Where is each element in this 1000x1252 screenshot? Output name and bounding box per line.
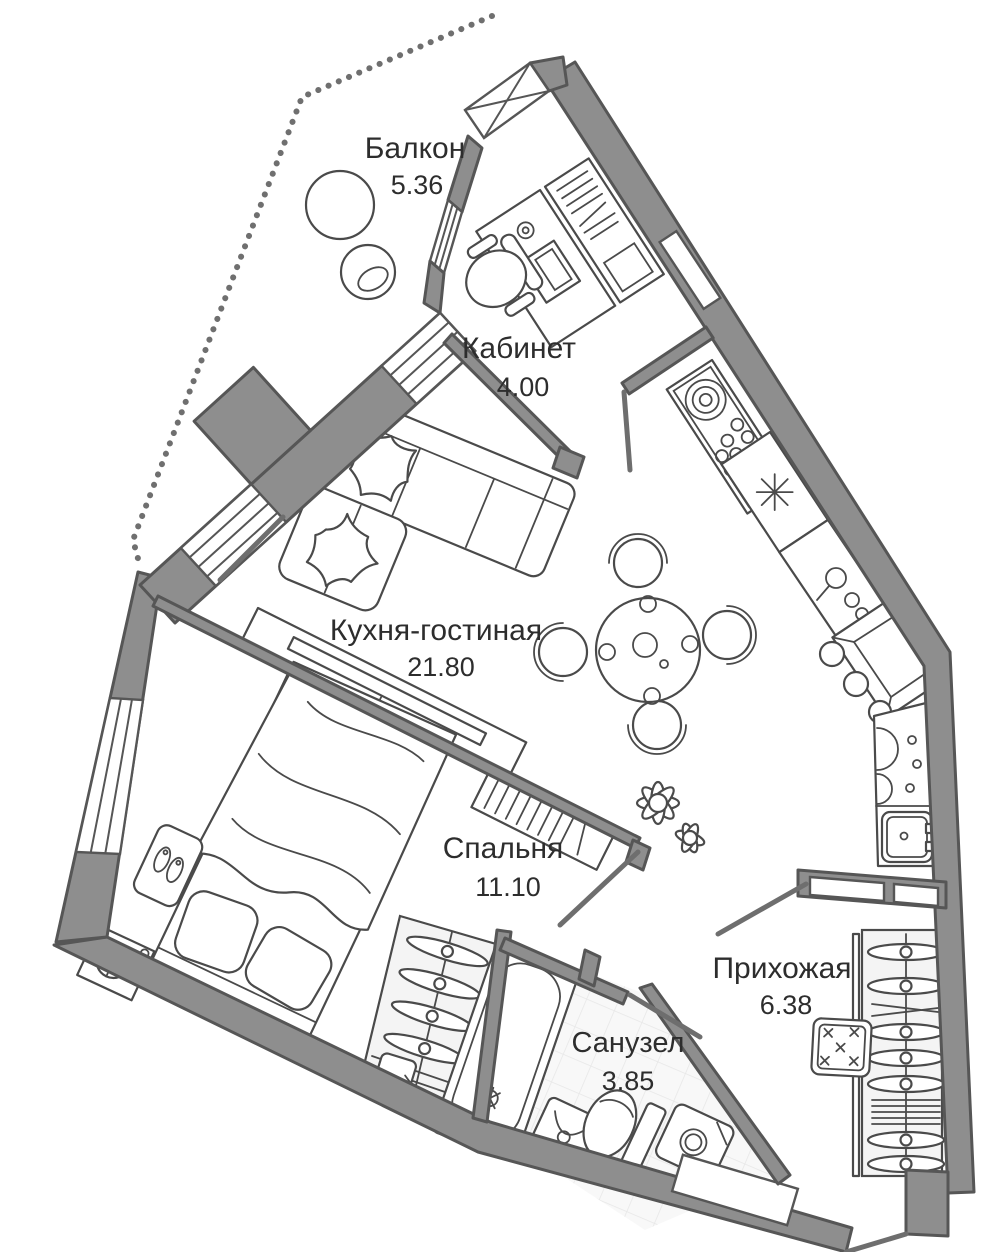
hanger-icon [398,967,482,1000]
office-chair [465,233,544,317]
dining-chair [608,533,668,589]
washing-machine [655,1103,735,1181]
entrance-jamb [904,1168,950,1238]
hanger-icon [390,1000,474,1033]
pan-icon [825,567,847,589]
room-label-hallway: Прихожая [712,952,851,985]
office-window-upper [428,197,464,276]
burner [818,640,846,668]
room-area-office: 4.00 [497,372,550,402]
dining-chair [701,605,757,665]
double-bowl-sink [876,727,899,805]
kitchen-counter [720,430,939,868]
hanger-icon [866,1130,946,1150]
entrance-door-leaf [843,1231,909,1252]
hallway-wardrobe [851,928,946,1178]
room-area-kitchen-living: 21.80 [407,652,475,682]
dining-chair [533,622,589,682]
hanger-icon [866,942,946,962]
burner [842,670,870,698]
dining-table-with-chairs [533,533,757,755]
room-label-balcony: Балкон [365,132,466,165]
pillow [174,890,259,974]
dining-chair [627,699,687,755]
tv-icon [286,635,488,747]
blanket [192,661,458,931]
toilet [582,1089,667,1174]
nightstand-with-slippers [132,824,204,908]
hanger-icon [866,976,946,996]
office-partition [620,325,715,396]
room-area-hallway: 6.38 [760,990,813,1020]
fridge-icon [880,810,937,864]
balcony-chair [339,243,397,301]
tv-console [240,606,528,776]
bathroom-door-leaf [627,992,703,1040]
wall-shaft [657,229,723,311]
office-desk-group [475,157,665,349]
balcony-glazing-x-window [463,61,551,140]
room-area-balcony: 5.36 [391,170,444,200]
wall-niche [670,1153,800,1227]
bathroom-right-wall [638,982,792,1186]
balcony-table [304,169,376,241]
room-label-kitchen-living: Кухня-гостиная [330,614,542,647]
pillow [244,926,333,1011]
bedroom-window [74,696,145,856]
bathroom-left-wall [471,928,513,1124]
hanger-icon [866,1074,946,1094]
corner-sofa [278,395,576,612]
hanger-icon [866,1022,946,1042]
room-area-bedroom: 11.10 [475,872,541,902]
kitchen-hall-opening-leaf [715,881,809,937]
room-area-bathroom: 3.85 [602,1066,655,1096]
hanger-icon [406,935,489,968]
office-door-leaf [621,389,633,473]
door-leaves [217,389,909,1252]
balcony-wall [138,311,477,625]
doormat [810,1017,873,1078]
office-left-edge [422,55,569,315]
room-labels: Балкон 5.36 Кабинет 4.00 Кухня-гостиная … [330,132,852,1096]
plant-icon [635,780,706,854]
cooktop-asterisk-icon [755,473,794,512]
living-room-window [179,482,288,588]
double-bed [150,660,458,1037]
hanger-icon [866,1048,946,1068]
balcony-door-leaf [217,514,286,583]
bedroom-door-leaf [557,849,641,928]
room-label-bathroom: Санузел [572,1027,685,1059]
room-label-bedroom: Спальня [443,832,564,865]
balcony-boundary-chain [129,13,495,569]
interior-walls [151,325,950,1238]
room-label-office: Кабинет [462,332,576,365]
